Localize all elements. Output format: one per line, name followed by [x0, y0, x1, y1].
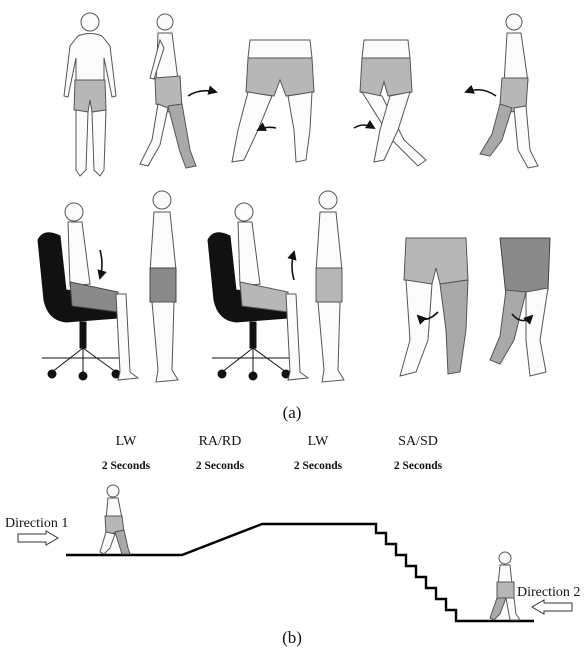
direction-1-arrow: [18, 531, 58, 545]
knee-rotation-front-figure: [400, 238, 468, 376]
phase-label-sa-sd: SA/SD: [398, 434, 438, 449]
standing-front-figure: [64, 13, 116, 176]
phase-label-lw-1: LW: [116, 434, 138, 449]
walker-direction-1: [100, 485, 130, 554]
stand-up-figure: [208, 203, 308, 380]
knee-rotation-side-figure: [490, 238, 550, 376]
panel-b: LW 2 Seconds RA/RD 2 Seconds LW 2 Second…: [5, 434, 580, 647]
side-walking-figure: [140, 14, 216, 168]
phase-label-ra-rd: RA/RD: [199, 434, 242, 449]
phase-duration-lw-2: 2 Seconds: [294, 460, 343, 472]
standing-side-figure: [150, 191, 178, 382]
panel-a-label: (a): [283, 403, 302, 422]
direction-2-label: Direction 2: [517, 585, 580, 600]
standing-side-light-figure: [316, 191, 344, 382]
side-walking-reverse-figure: [466, 14, 538, 168]
phase-duration-sa-sd: 2 Seconds: [394, 460, 443, 472]
phase-label-lw-2: LW: [308, 434, 330, 449]
phase-duration-ra-rd: 2 Seconds: [196, 460, 245, 472]
phase-duration-lw-1: 2 Seconds: [102, 460, 151, 472]
terrain-profile: [66, 524, 534, 621]
walker-direction-2: [490, 552, 520, 620]
panel-b-label: (b): [282, 628, 302, 647]
sit-down-figure: [38, 203, 138, 380]
panel-a: (a): [38, 13, 550, 422]
direction-1-label: Direction 1: [5, 516, 68, 531]
hip-adduction-figure: [354, 40, 426, 166]
direction-2-arrow: [532, 600, 572, 614]
hip-abduction-figure: [232, 40, 314, 162]
